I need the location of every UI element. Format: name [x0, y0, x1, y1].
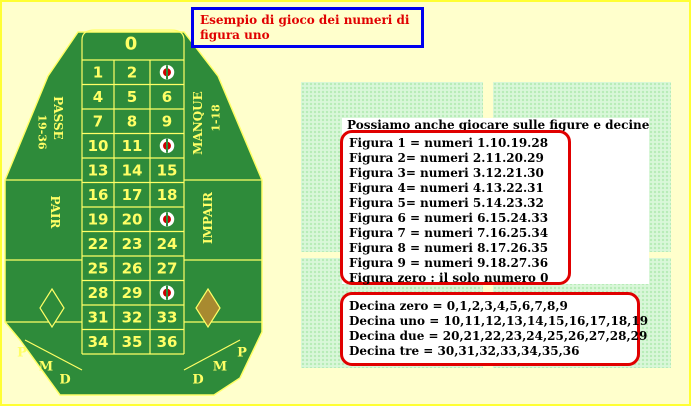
decina-line: Decina uno = 10,11,12,13,14,15,16,17,18,… [349, 314, 649, 328]
number-cell-1[interactable]: 1 [93, 63, 103, 81]
chip-stripe [166, 138, 168, 153]
number-cell-11[interactable]: 11 [122, 137, 143, 155]
bottom-right-m[interactable]: M [213, 360, 227, 375]
number-cell-19[interactable]: 19 [88, 210, 109, 228]
number-cell-7[interactable]: 7 [93, 112, 103, 130]
example-title: Esempio di gioco dei numeri di figura un… [191, 7, 424, 48]
number-cell-29[interactable]: 29 [122, 284, 143, 302]
chip-stripe [166, 285, 168, 300]
pair-label[interactable]: PAIR [48, 195, 62, 229]
number-cell-27[interactable]: 27 [157, 259, 178, 277]
number-cell-9[interactable]: 9 [162, 112, 172, 130]
passe-range: 19-36 [36, 114, 49, 150]
number-cell-26[interactable]: 26 [122, 259, 143, 277]
bottom-left-p[interactable]: P [17, 346, 27, 361]
number-cell-17[interactable]: 17 [122, 186, 143, 204]
number-cell-20[interactable]: 20 [122, 210, 143, 228]
chip-stripe [166, 65, 168, 80]
number-cell-34[interactable]: 34 [88, 333, 109, 351]
figure-line: Figura 5= numeri 5.14.23.32 [349, 196, 544, 210]
bottom-right-p[interactable]: P [237, 346, 247, 361]
number-cell-31[interactable]: 31 [88, 308, 109, 326]
number-cell-14[interactable]: 14 [122, 161, 143, 179]
number-cell-35[interactable]: 35 [122, 333, 143, 351]
number-cell-5[interactable]: 5 [127, 88, 137, 106]
decina-line: Decina due = 20,21,22,23,24,25,26,27,28,… [349, 329, 648, 343]
number-cell-36[interactable]: 36 [157, 333, 178, 351]
impair-label[interactable]: IMPAIR [201, 191, 215, 244]
black-diamond[interactable] [39, 287, 65, 329]
decina-line: Decina zero = 0,1,2,3,4,5,6,7,8,9 [349, 299, 568, 313]
number-cell-10[interactable]: 10 [88, 137, 109, 155]
figure-line: Figura 2= numeri 2.11.20.29 [349, 151, 544, 165]
grid-line [183, 339, 241, 371]
chip-icon[interactable] [158, 137, 176, 155]
number-cell-2[interactable]: 2 [127, 63, 137, 81]
passe-label[interactable]: PASSE [51, 96, 65, 140]
zero-outline [81, 29, 185, 60]
number-cell-13[interactable]: 13 [88, 161, 109, 179]
number-cell-16[interactable]: 16 [88, 186, 109, 204]
number-cell-23[interactable]: 23 [122, 235, 143, 253]
figure-line: Figura 3= numeri 3.12.21.30 [349, 166, 544, 180]
grid-line [24, 339, 83, 371]
number-cell-24[interactable]: 24 [157, 235, 178, 253]
number-cell-25[interactable]: 25 [88, 259, 109, 277]
chip-stripe [166, 212, 168, 227]
number-cell-33[interactable]: 33 [157, 308, 178, 326]
number-cell-15[interactable]: 15 [157, 161, 178, 179]
intro-text: Possiamo anche giocare sulle figure e de… [347, 118, 650, 132]
chip-icon[interactable] [158, 63, 176, 81]
number-cell-28[interactable]: 28 [88, 284, 109, 302]
bottom-right-d[interactable]: D [192, 373, 203, 388]
chip-icon[interactable] [158, 284, 176, 302]
figure-line: Figura 8 = numeri 8.17.26.35 [349, 241, 549, 255]
figure-line: Figura 7 = numeri 7.16.25.34 [349, 226, 549, 240]
figure-line: Figura zero : il solo numero 0 [349, 271, 549, 285]
figure-line: Figura 1 = numeri 1.10.19.28 [349, 136, 549, 150]
number-cell-32[interactable]: 32 [122, 308, 143, 326]
manque-range: 1-18 [210, 104, 223, 132]
figure-line: Figura 6 = numeri 6.15.24.33 [349, 211, 549, 225]
number-cell-6[interactable]: 6 [162, 88, 172, 106]
figure-line: Figura 9 = numeri 9.18.27.36 [349, 256, 549, 270]
bottom-left-m[interactable]: M [39, 360, 53, 375]
chip-icon[interactable] [158, 210, 176, 228]
red-diamond[interactable] [195, 287, 221, 329]
bottom-left-d[interactable]: D [59, 373, 70, 388]
figure-line: Figura 4= numeri 4.13.22.31 [349, 181, 544, 195]
number-cell-8[interactable]: 8 [127, 112, 137, 130]
decina-line: Decina tre = 30,31,32,33,34,35,36 [349, 344, 580, 358]
number-cell-0[interactable]: 0 [125, 34, 138, 55]
number-cell-18[interactable]: 18 [157, 186, 178, 204]
number-cell-22[interactable]: 22 [88, 235, 109, 253]
manque-label[interactable]: MANQUE [191, 91, 205, 155]
number-cell-4[interactable]: 4 [93, 88, 103, 106]
